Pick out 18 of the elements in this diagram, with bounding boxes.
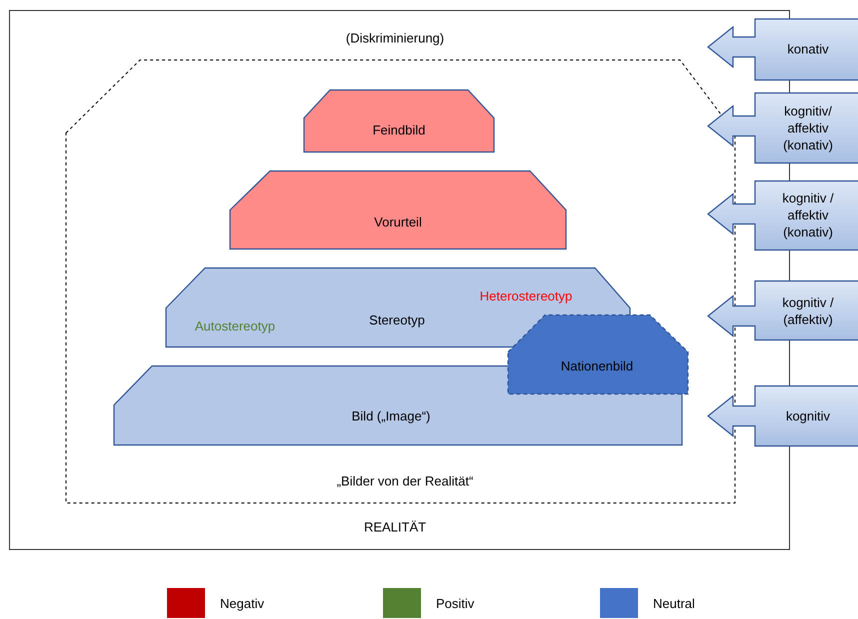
node-label: Bild („Image“)	[352, 408, 430, 424]
node-label: „Bilder von der Realität“	[336, 472, 474, 490]
legend-label: Positiv	[436, 596, 474, 611]
node-label: Heterostereotyp	[480, 288, 572, 304]
node-label: REALITÄT	[364, 518, 426, 536]
node-label: kognitiv / affektiv (konativ)	[781, 190, 835, 240]
node-label: Stereotyp	[369, 312, 425, 328]
node-label: Feindbild	[372, 122, 426, 138]
legend-label: Negativ	[220, 596, 264, 611]
node-label: kognitiv/ affektiv (konativ)	[782, 102, 834, 154]
node-label: kognitiv / (affektiv)	[781, 294, 835, 328]
node-label: kognitiv	[784, 408, 832, 424]
legend-label: Neutral	[653, 596, 695, 611]
node-label: Vorurteil	[374, 214, 422, 230]
node-label: (Diskriminierung)	[346, 30, 444, 46]
node-label: Nationenbild	[560, 358, 634, 374]
node-label: konativ	[786, 40, 830, 58]
node-label: Autostereotyp	[194, 318, 276, 334]
